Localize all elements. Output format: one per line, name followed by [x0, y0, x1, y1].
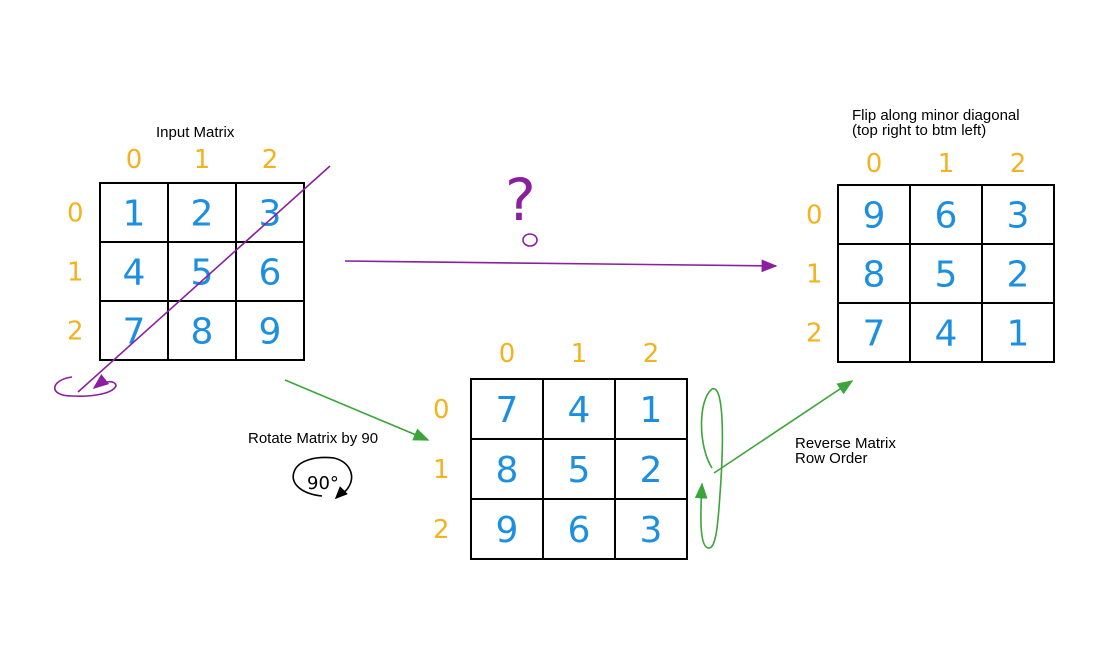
- matrix-border: [470, 378, 688, 560]
- row-index: 0: [67, 199, 84, 229]
- matrix-border: [99, 182, 305, 361]
- question-dot: [522, 233, 538, 247]
- matrix-cell: 5: [191, 253, 214, 294]
- row-index: 0: [433, 395, 450, 425]
- column-index: 1: [571, 339, 588, 369]
- matrix-cell: 3: [640, 510, 663, 551]
- column-index: 0: [499, 339, 516, 369]
- rotate-badge-label: 90°: [307, 473, 339, 494]
- row-index: 1: [433, 455, 450, 485]
- matrix-cell: 6: [259, 253, 282, 294]
- matrix-cell: 2: [191, 194, 214, 235]
- matrix-border: [837, 184, 1055, 363]
- matrix-cell: 9: [863, 196, 886, 237]
- matrix-cell: 6: [568, 510, 591, 551]
- matrix-cell: 7: [496, 390, 519, 431]
- matrix-cell: 5: [568, 450, 591, 491]
- matrix-cell: 1: [123, 194, 146, 235]
- column-index: 2: [643, 339, 660, 369]
- matrix-cell: 9: [259, 312, 282, 353]
- flip-curl-icon: [53, 374, 117, 397]
- matrix-cell: 7: [863, 314, 886, 355]
- result-matrix: 9 6 3 8 5 2 7 4 1 0 1 2 0 1 2: [806, 149, 1055, 363]
- matrix-cell: 1: [1007, 314, 1030, 355]
- row-index: 0: [806, 201, 823, 231]
- matrix-cell: 6: [935, 196, 958, 237]
- input-matrix-label: Input Matrix: [156, 124, 235, 141]
- matrix-cell: 4: [935, 314, 958, 355]
- direct-arrow: [344, 259, 778, 273]
- row-index: 2: [806, 319, 823, 349]
- matrix-cell: 2: [640, 450, 663, 491]
- reverse-label-line2: Row Order: [795, 450, 868, 467]
- column-index: 1: [938, 149, 955, 179]
- flip-label-line2: (top right to btm left): [852, 122, 986, 139]
- row-index: 2: [433, 515, 450, 545]
- matrix-cell: 9: [496, 510, 519, 551]
- matrix-cell: 4: [123, 253, 146, 294]
- matrix-cell: 5: [935, 255, 958, 296]
- reverse-label-line1: Reverse Matrix: [795, 435, 896, 452]
- matrix-cell: 2: [1007, 255, 1030, 296]
- flip-label-line1: Flip along minor diagonal: [852, 107, 1020, 124]
- column-index: 0: [866, 149, 883, 179]
- matrix-cell: 8: [496, 450, 519, 491]
- rotate-arrow: [284, 379, 430, 441]
- row-reverse-loop-icon: [694, 388, 724, 549]
- column-index: 2: [262, 145, 279, 175]
- column-index: 1: [194, 145, 211, 175]
- row-index: 1: [67, 258, 84, 288]
- matrix-cell: 1: [640, 390, 663, 431]
- column-index: 0: [126, 145, 143, 175]
- rotate-label: Rotate Matrix by 90: [248, 430, 378, 447]
- row-index: 1: [806, 260, 823, 290]
- matrix-cell: 8: [191, 312, 214, 353]
- rotated-matrix: 7 4 1 8 5 2 9 6 3 0 1 2 0 1 2: [433, 339, 688, 560]
- rotate-badge-icon: [292, 456, 353, 500]
- matrix-cell: 4: [568, 390, 591, 431]
- question-mark: ?: [505, 166, 536, 234]
- matrix-cell: 8: [863, 255, 886, 296]
- input-matrix: 1 2 3 4 5 6 7 8 9 0 1 2 0 1 2: [67, 145, 305, 361]
- matrix-cell: 3: [1007, 196, 1030, 237]
- column-index: 2: [1010, 149, 1027, 179]
- row-index: 2: [67, 317, 84, 347]
- minor-diagonal-line: [77, 165, 331, 393]
- reverse-arrow: [713, 380, 854, 474]
- matrix-cell: 7: [123, 312, 146, 353]
- matrix-cell: 3: [259, 194, 282, 235]
